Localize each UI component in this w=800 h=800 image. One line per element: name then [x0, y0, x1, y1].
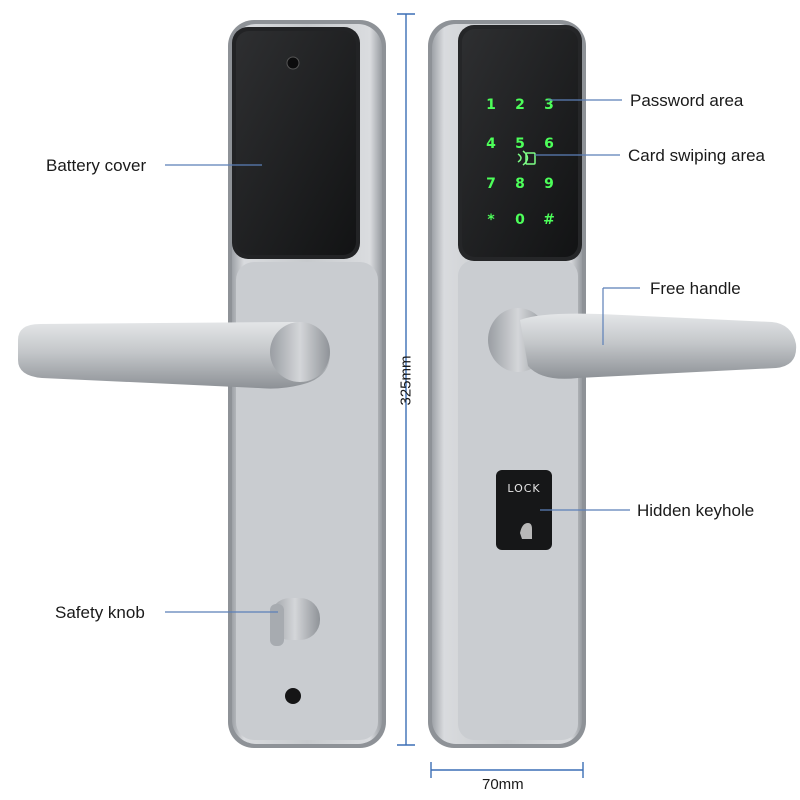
keyhole-lock-text: LOCK: [507, 482, 540, 495]
keypad-key: 9: [544, 176, 554, 192]
card-swiping-area-label: Card swiping area: [628, 146, 766, 165]
keypad-key: 7: [486, 176, 496, 192]
keypad-key: 1: [486, 97, 496, 113]
card-swipe-icon: [517, 150, 536, 166]
password-area-label: Password area: [630, 91, 744, 110]
keyhole-cover: LOCK: [496, 470, 552, 550]
outer-handle: [488, 308, 797, 379]
keypad-key: *: [487, 212, 495, 228]
keypad-key: 3: [544, 97, 554, 113]
keypad-key: #: [543, 212, 555, 228]
battery-cover-panel: [232, 27, 360, 259]
keypad-panel: [458, 25, 582, 261]
safety-knob-shape: [270, 598, 320, 704]
width-dimension-label: 70mm: [482, 776, 524, 793]
battery-cover-label: Battery cover: [46, 156, 147, 175]
safety-knob-label: Safety knob: [55, 603, 145, 622]
leader-lines: [165, 99, 640, 613]
keypad-key: 2: [515, 97, 525, 113]
keypad-key: 0: [515, 212, 525, 228]
keypad-key: 4: [486, 136, 496, 152]
keypad-key: 5: [515, 136, 525, 152]
free-handle-label: Free handle: [650, 279, 741, 298]
inner-handle: [18, 322, 331, 389]
height-dimension-label: 325mm: [397, 355, 415, 406]
keypad-key: 8: [515, 176, 525, 192]
hidden-keyhole-label: Hidden keyhole: [637, 501, 755, 520]
keypad-keys: 1 2 3 4 5 6 7 8 9 * 0 #: [486, 97, 555, 228]
dimension-lines: [397, 13, 584, 778]
keypad-key: 6: [544, 136, 554, 152]
